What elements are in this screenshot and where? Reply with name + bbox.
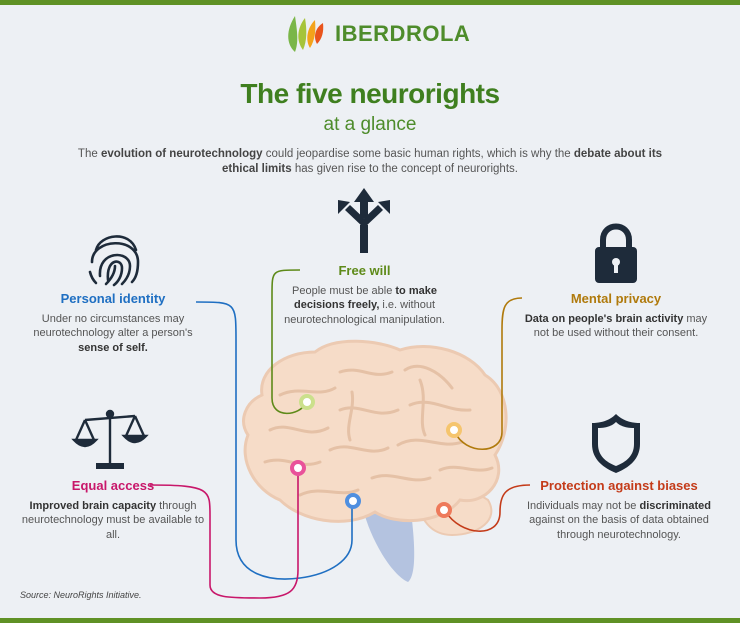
page-subtitle: at a glance [323,114,417,135]
protection-biases-dot [436,502,452,518]
mental-privacy-dot [446,422,462,438]
right-protection-biases: Protection against biases Individuals ma… [520,478,718,542]
personal-identity-connector [195,301,353,580]
protection-biases-text: Individuals may not be discriminated aga… [526,499,712,541]
fingerprint-icon [88,235,140,287]
intro-paragraph: The evolution of neurotechnology could j… [77,148,663,175]
source-note: Source: NeuroRights Initiative. [20,590,142,600]
right-personal-identity: Personal identity Under no circumstances… [18,291,208,355]
page-title: The five neurorights [240,78,500,109]
shield-icon [592,414,640,473]
free-will-connector [271,269,306,415]
equal-access-text: Improved brain capacity through neurotec… [21,499,205,541]
branching-arrows-icon [338,188,390,253]
brain-shape [242,339,508,523]
leaves-icon [288,16,324,52]
bottom-accent-bar [0,618,740,623]
mental-privacy-connector [454,297,523,451]
free-will-dot [299,394,315,410]
mental-privacy-text: Data on people's brain activity may not … [524,312,708,340]
scales-icon [71,409,149,469]
equal-access-dot [290,460,306,476]
free-will-text: People must be able to make decisions fr… [284,284,445,326]
personal-identity-dot [345,493,361,509]
right-free-will: Free will People must be able to make de… [272,263,457,327]
equal-access-connector [149,470,299,599]
brain-folds [263,364,494,497]
padlock-icon [595,223,637,283]
personal-identity-text: Under no circumstances may neurotechnolo… [33,312,193,354]
top-accent-bar [0,0,740,5]
protection-biases-title: Protection against biases [540,478,698,493]
personal-identity-title: Personal identity [60,291,166,306]
brain-stem [362,505,415,582]
brand-logo: IBERDROLA [283,14,470,54]
free-will-title: Free will [338,263,391,278]
right-mental-privacy: Mental privacy Data on people's brain ac… [523,291,709,341]
right-equal-access: Equal access Improved brain capacity thr… [18,478,208,542]
brand-name: IBERDROLA [335,21,471,46]
equal-access-title: Equal access [71,478,155,493]
protection-biases-connector [445,484,531,532]
mental-privacy-title: Mental privacy [570,291,662,306]
